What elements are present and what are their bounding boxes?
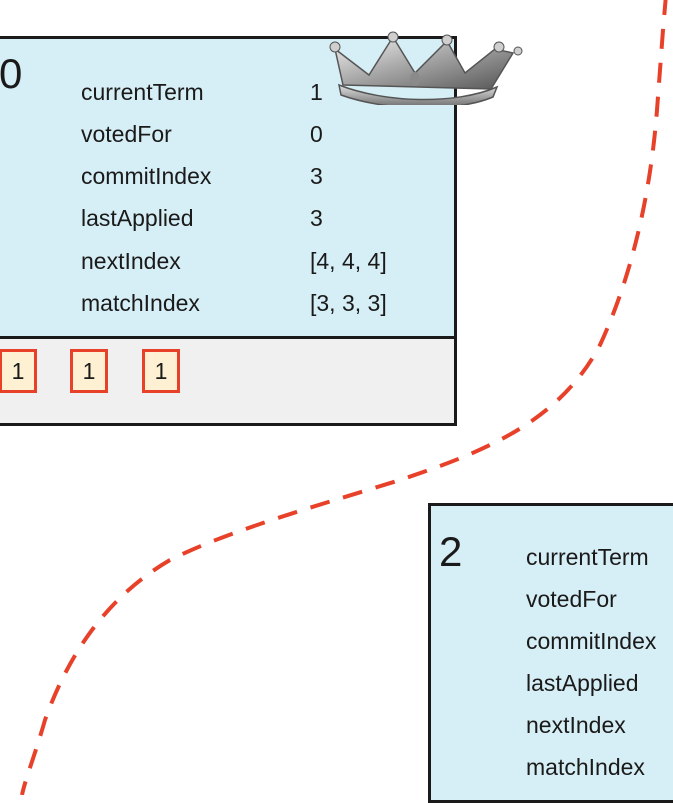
server-log: 1 1 1 [0,339,454,423]
server-id: 0 [0,50,23,97]
var-name-nextIndex: nextIndex [526,712,626,738]
var-name-commitIndex: commitIndex [526,628,657,654]
var-value-nextIndex: [4, 4, 4] [310,248,387,274]
server-node-0: 0 currentTerm 1 votedFor 0 commitIndex 3… [0,31,523,426]
var-name-votedFor: votedFor [526,586,617,612]
crown-icon [329,31,523,105]
var-value-lastApplied: 3 [310,205,323,231]
log-entry: 1 [70,349,108,393]
server-state-panel: 2 currentTerm votedFor commitIndex lastA… [431,506,673,800]
var-name-currentTerm: currentTerm [526,544,649,570]
var-name-nextIndex: nextIndex [81,248,181,274]
var-name-matchIndex: matchIndex [81,290,200,316]
var-name-matchIndex: matchIndex [526,754,645,780]
log-entry: 1 [142,349,180,393]
var-value-matchIndex: [3, 3, 3] [310,290,387,316]
var-name-votedFor: votedFor [81,121,172,147]
var-name-lastApplied: lastApplied [81,205,194,231]
log-entry: 1 [0,349,37,393]
var-name-lastApplied: lastApplied [526,670,639,696]
var-value-commitIndex: 3 [310,163,323,189]
server-state-panel: 0 currentTerm 1 votedFor 0 commitIndex 3… [0,39,454,339]
server-node-2: 2 currentTerm votedFor commitIndex lastA… [428,503,673,803]
var-name-commitIndex: commitIndex [81,163,212,189]
var-name-currentTerm: currentTerm [81,79,204,105]
var-value-votedFor: 0 [310,121,323,147]
server-id: 2 [439,528,463,575]
var-value-currentTerm: 1 [310,79,323,105]
